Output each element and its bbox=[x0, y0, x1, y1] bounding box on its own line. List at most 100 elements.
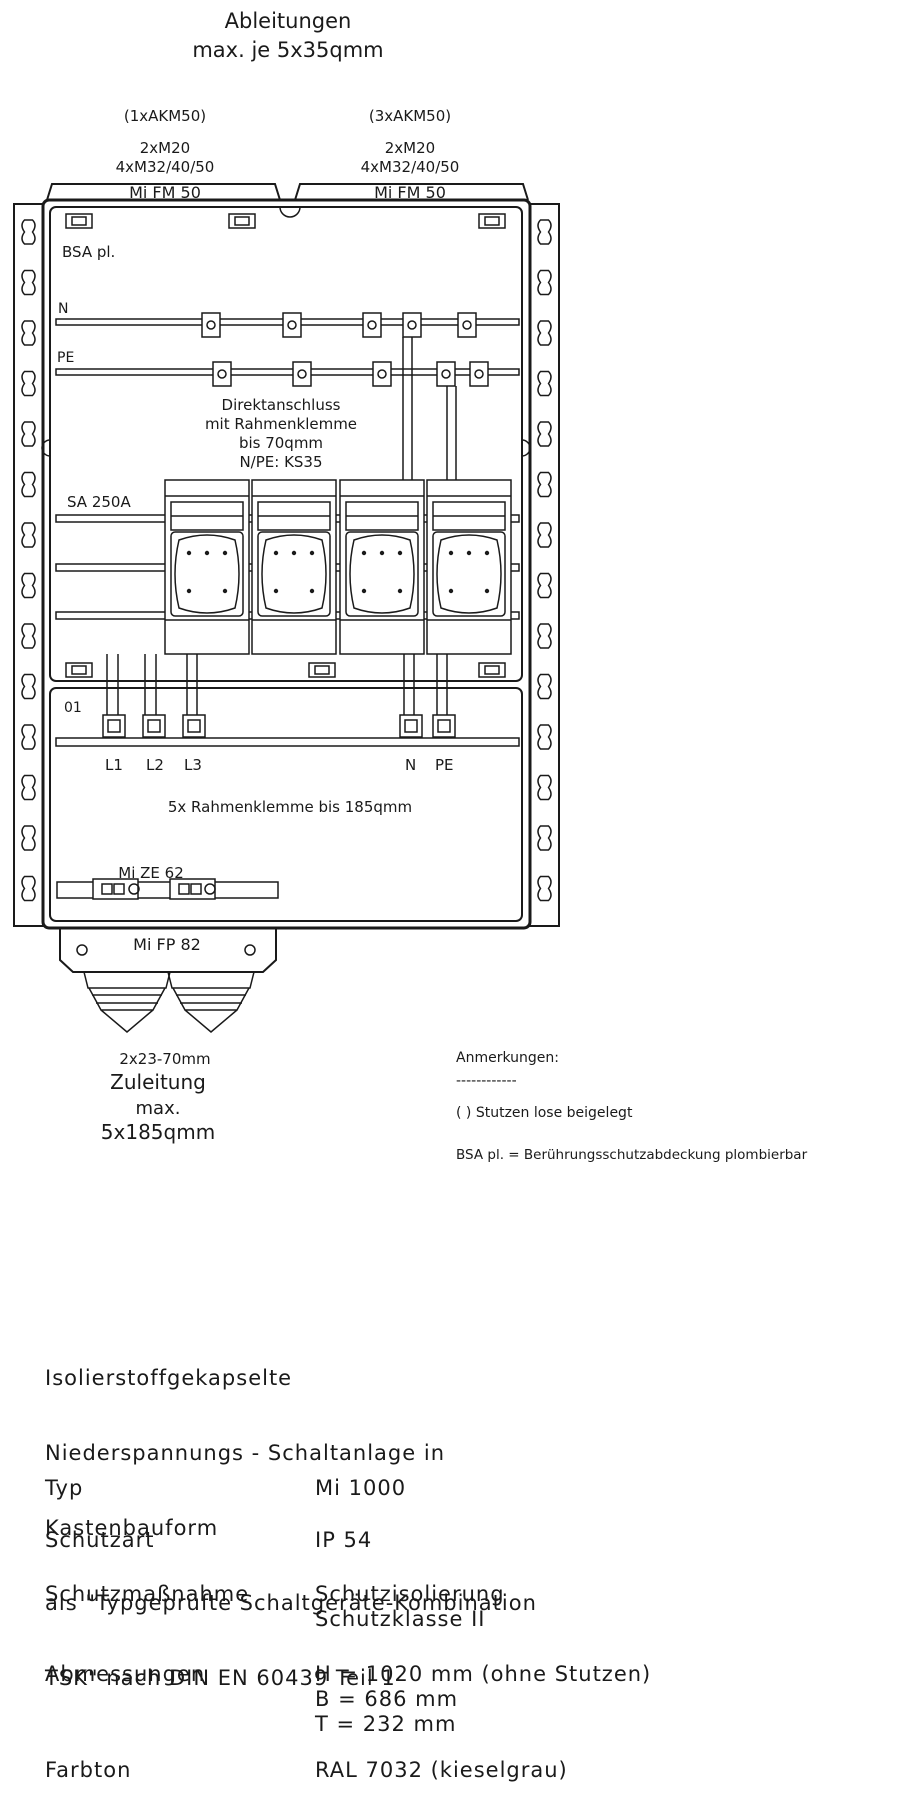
lower-compartment bbox=[49, 687, 523, 922]
rail-slot bbox=[21, 774, 36, 801]
fuse-switch-unit bbox=[426, 479, 512, 655]
farbton-value: RAL 7032 (kieselgrau) bbox=[315, 1758, 568, 1782]
left-mounting-rail bbox=[13, 203, 44, 927]
right-entry-m32-label: 4xM32/40/50 bbox=[361, 158, 460, 176]
right-flange-label: Mi FM 50 bbox=[374, 183, 446, 202]
rail-slot bbox=[21, 875, 36, 902]
mize-label: Mi ZE 62 bbox=[118, 864, 184, 882]
ableitungen-max-label: max. je 5x35qmm bbox=[192, 38, 383, 62]
rail-slot bbox=[21, 320, 36, 346]
rail-slot bbox=[537, 825, 552, 851]
cable-glands bbox=[83, 971, 255, 1033]
rail-slot bbox=[21, 421, 36, 447]
left-flange-label: Mi FM 50 bbox=[129, 183, 201, 202]
abmessungen-label: Abmessungen bbox=[45, 1662, 206, 1686]
left-flange-plate bbox=[46, 183, 281, 201]
massnahme-value-2: Schutzklasse II bbox=[315, 1607, 486, 1631]
schutzart-label: Schutzart bbox=[45, 1528, 155, 1552]
n-bar-label: N bbox=[58, 301, 68, 317]
mifp-label: Mi FP 82 bbox=[133, 935, 201, 954]
anmerkung-stutzen: ( ) Stutzen lose beigelegt bbox=[456, 1105, 633, 1121]
direkt-rahmen-label: mit Rahmenklemme bbox=[205, 415, 357, 433]
rail-slot bbox=[21, 623, 36, 649]
anmerkung-bsa: BSA pl. = Berührungsschutzabdeckung plom… bbox=[456, 1147, 808, 1163]
spec-title-line: Kastenbauform bbox=[45, 1516, 219, 1540]
sa-label: SA 250A bbox=[67, 493, 131, 511]
terminal-rail bbox=[55, 737, 520, 747]
rail-slot bbox=[21, 724, 36, 750]
rail-slot bbox=[537, 724, 552, 750]
massnahme-value-1: Schutzisolierung bbox=[315, 1582, 505, 1606]
rail-slot bbox=[537, 623, 552, 649]
spec-title: Isolierstoffgekapselte Niederspannungs -… bbox=[45, 1316, 537, 1716]
gland-label: 2x23-70mm bbox=[119, 1050, 210, 1068]
spec-title-line: Isolierstoffgekapselte bbox=[45, 1366, 293, 1390]
right-entry-akm-label: (3xAKM50) bbox=[369, 107, 451, 125]
zuleitung-max-label: max. bbox=[136, 1098, 181, 1119]
left-entry-akm-label: (1xAKM50) bbox=[124, 107, 206, 125]
direkt-ks-label: N/PE: KS35 bbox=[239, 453, 322, 471]
anmerkungen-rule: ------------ bbox=[456, 1073, 517, 1089]
abmessungen-b: B = 686 mm bbox=[315, 1687, 459, 1711]
right-mounting-rail bbox=[529, 203, 560, 927]
spec-row-massnahme: Schutzmaßnahme Schutzisolierung Schutzkl… bbox=[45, 1582, 845, 1642]
rail-slot bbox=[21, 572, 36, 599]
massnahme-label: Schutzmaßnahme bbox=[45, 1582, 250, 1606]
rail-slot bbox=[537, 219, 552, 245]
right-entry-m20-label: 2xM20 bbox=[385, 139, 435, 157]
l1-label: L1 bbox=[105, 756, 123, 774]
fuse-switch-unit bbox=[251, 479, 337, 655]
left-entry-m32-label: 4xM32/40/50 bbox=[116, 158, 215, 176]
pe-busbar bbox=[55, 368, 520, 376]
abmessungen-t: T = 232 mm bbox=[315, 1712, 457, 1736]
l3-label: L3 bbox=[184, 756, 202, 774]
rahmenklemme-label: 5x Rahmenklemme bis 185qmm bbox=[168, 798, 412, 816]
rail-slot bbox=[21, 471, 36, 498]
bsa-label: BSA pl. bbox=[62, 243, 115, 261]
spec-row-typ: Typ Mi 1000 bbox=[45, 1476, 845, 1506]
rail-slot bbox=[537, 522, 552, 548]
rail-slot bbox=[537, 471, 552, 498]
spec-row-schutzart: Schutzart IP 54 bbox=[45, 1528, 845, 1558]
spec-row-farbton: Farbton RAL 7032 (kieselgrau) bbox=[45, 1758, 845, 1788]
rail-slot bbox=[21, 673, 36, 700]
left-entry-m20-label: 2xM20 bbox=[140, 139, 190, 157]
fuse-switch-unit bbox=[164, 479, 250, 655]
pe-bar-clamps bbox=[212, 361, 489, 387]
farbton-label: Farbton bbox=[45, 1758, 132, 1782]
rail-slot bbox=[537, 875, 552, 902]
spec-title-line: TSK" nach DIN EN 60439 Teil 1 bbox=[45, 1666, 396, 1690]
direkt-bis-label: bis 70qmm bbox=[239, 434, 323, 452]
anmerkungen-title: Anmerkungen: bbox=[456, 1050, 559, 1066]
rail-slot bbox=[537, 320, 552, 346]
rail-slot bbox=[21, 370, 36, 397]
fuse-switch-unit bbox=[339, 479, 425, 655]
direkt-label: Direktanschluss bbox=[222, 396, 341, 414]
ableitungen-label: Ableitungen bbox=[225, 9, 352, 33]
spec-row-abmessungen: Abmessungen H = 1020 mm (ohne Stutzen) B… bbox=[45, 1662, 845, 1742]
n-bar-clamps bbox=[201, 312, 477, 338]
screw-clip bbox=[65, 213, 506, 678]
rail-slot-holes bbox=[21, 219, 552, 902]
n-terminal-label: N bbox=[405, 756, 416, 774]
zuleitung-label: Zuleitung bbox=[110, 1070, 206, 1094]
zuleitung-size-label: 5x185qmm bbox=[101, 1120, 215, 1144]
frame-clamps bbox=[102, 714, 456, 738]
typ-label: Typ bbox=[45, 1476, 84, 1500]
rail-slot bbox=[21, 269, 36, 296]
spec-title-line: als "Typgeprüfte Schaltgeräte-Kombinatio… bbox=[45, 1591, 537, 1615]
typ-value: Mi 1000 bbox=[315, 1476, 407, 1500]
pe-bar-label: PE bbox=[57, 350, 74, 366]
spec-title-line: Niederspannungs - Schaltanlage in bbox=[45, 1441, 445, 1465]
rail-slot bbox=[21, 825, 36, 851]
rail-slot bbox=[21, 219, 36, 245]
rail-slot bbox=[537, 269, 552, 296]
upper-compartment bbox=[49, 206, 523, 682]
housing-outer bbox=[41, 198, 532, 930]
rail-slot bbox=[537, 421, 552, 447]
rail-slot bbox=[537, 370, 552, 397]
fuse-switch-units bbox=[164, 479, 512, 655]
rail-slot bbox=[537, 572, 552, 599]
right-flange-plate bbox=[294, 183, 529, 201]
l2-label: L2 bbox=[146, 756, 164, 774]
